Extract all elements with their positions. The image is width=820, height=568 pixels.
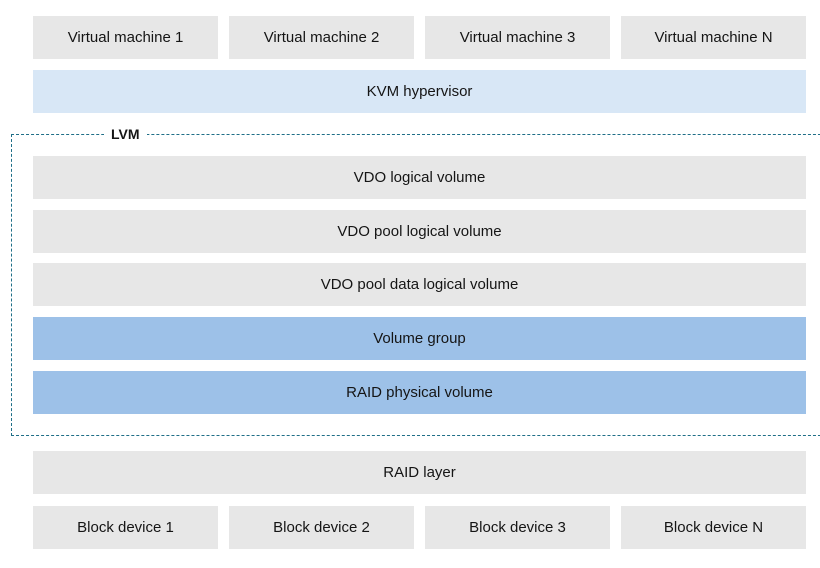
hypervisor-label: KVM hypervisor bbox=[366, 83, 473, 100]
volume-group-box: Volume group bbox=[33, 317, 806, 360]
block-device-box-1: Block device 1 bbox=[33, 506, 218, 549]
vm-label-3: Virtual machine 3 bbox=[459, 29, 576, 46]
vdo-pool-logical-volume-box: VDO pool logical volume bbox=[33, 210, 806, 253]
block-device-box-2: Block device 2 bbox=[229, 506, 414, 549]
vm-box-2: Virtual machine 2 bbox=[229, 16, 414, 59]
vm-label-n: Virtual machine N bbox=[654, 29, 773, 46]
block-device-box-n: Block device N bbox=[621, 506, 806, 549]
vm-label-2: Virtual machine 2 bbox=[263, 29, 380, 46]
volume-group-label: Volume group bbox=[373, 330, 466, 347]
block-device-box-3: Block device 3 bbox=[425, 506, 610, 549]
raid-layer-box: RAID layer bbox=[33, 451, 806, 494]
vdo-logical-volume-box: VDO logical volume bbox=[33, 156, 806, 199]
block-device-label-2: Block device 2 bbox=[273, 519, 370, 536]
lvm-group-frame bbox=[11, 134, 820, 436]
vdo-pool-data-logical-volume-label: VDO pool data logical volume bbox=[320, 276, 519, 293]
raid-physical-volume-label: RAID physical volume bbox=[346, 384, 493, 401]
vm-box-3: Virtual machine 3 bbox=[425, 16, 610, 59]
block-device-label-1: Block device 1 bbox=[77, 519, 174, 536]
vdo-logical-volume-label: VDO logical volume bbox=[353, 169, 486, 186]
hypervisor-box: KVM hypervisor bbox=[33, 70, 806, 113]
block-device-label-3: Block device 3 bbox=[469, 519, 566, 536]
raid-physical-volume-box: RAID physical volume bbox=[33, 371, 806, 414]
lvm-group-label: LVM bbox=[104, 126, 147, 142]
raid-layer-label: RAID layer bbox=[383, 464, 456, 481]
vm-label-1: Virtual machine 1 bbox=[67, 29, 184, 46]
vm-box-n: Virtual machine N bbox=[621, 16, 806, 59]
vm-box-1: Virtual machine 1 bbox=[33, 16, 218, 59]
block-device-label-n: Block device N bbox=[663, 519, 764, 536]
vdo-pool-data-logical-volume-box: VDO pool data logical volume bbox=[33, 263, 806, 306]
vdo-pool-logical-volume-label: VDO pool logical volume bbox=[337, 223, 502, 240]
